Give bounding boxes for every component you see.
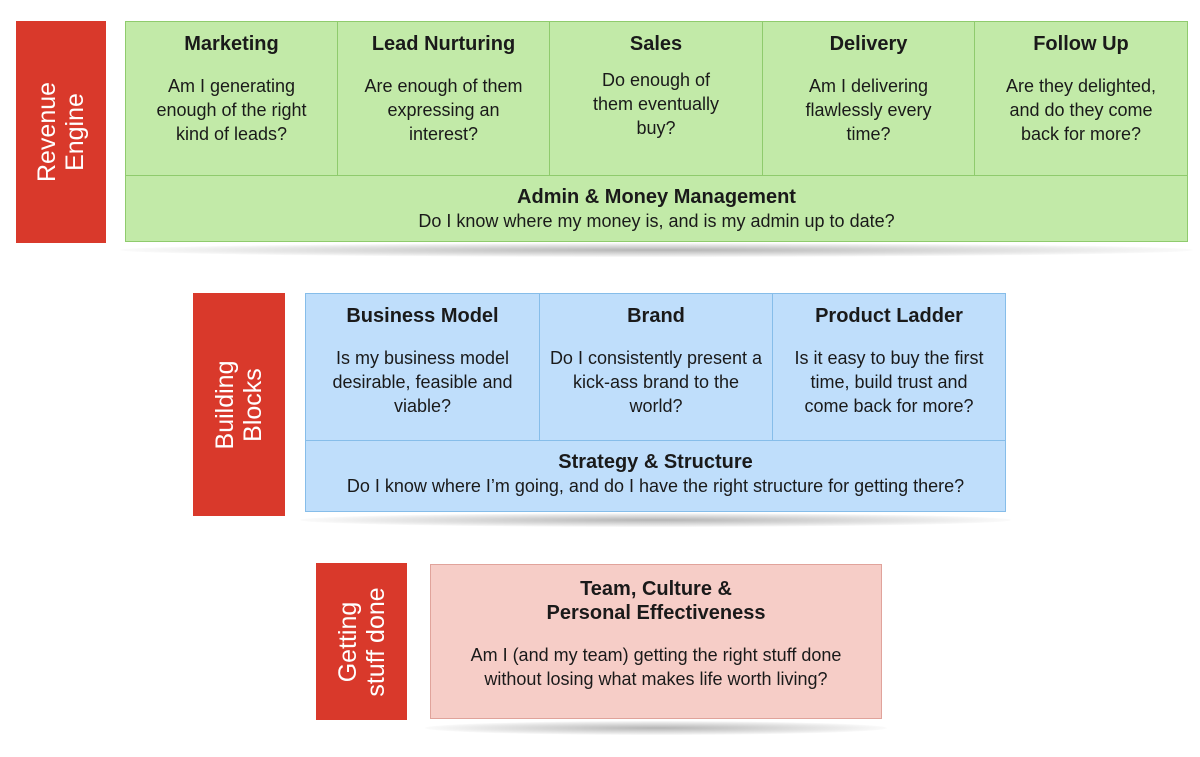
revenue-engine-shadow xyxy=(120,243,1193,257)
revenue-engine-panel: Marketing Am I generating enough of the … xyxy=(125,21,1188,242)
cell-title: Product Ladder xyxy=(815,305,963,327)
building-blocks-label-text: Building Blocks xyxy=(211,360,267,449)
revenue-engine-label-text: Revenue Engine xyxy=(33,82,89,182)
cell-brand: Brand Do I consistently present a kick-a… xyxy=(540,294,773,440)
cell-title: Lead Nurturing xyxy=(371,33,516,55)
revenue-engine-label-line-2: Engine xyxy=(61,93,89,171)
cell-question: Is my business model desirable, feasible… xyxy=(332,348,513,416)
getting-stuff-done-label-text: Getting stuff done xyxy=(334,587,390,696)
cell-lead-nurturing: Lead Nurturing Are enough of them expres… xyxy=(338,22,550,175)
bottom-title: Admin & Money Management xyxy=(517,186,796,208)
cell-follow-up: Follow Up Are they delighted, and do the… xyxy=(975,22,1187,175)
admin-money-row: Admin & Money Management Do I know where… xyxy=(126,175,1187,241)
cell-sales: Sales Do enough of them eventually buy? xyxy=(550,22,763,175)
cell-title: Marketing xyxy=(184,33,279,55)
getting-stuff-done-label: Getting stuff done xyxy=(316,563,407,720)
cell-question: Is it easy to buy the first time, build … xyxy=(794,348,984,416)
cell-title: Delivery xyxy=(829,33,908,55)
bottom-title: Strategy & Structure xyxy=(558,451,753,473)
team-culture-question-line-2: without losing what makes life worth liv… xyxy=(484,669,828,689)
team-culture-shadow xyxy=(425,721,887,735)
getting-stuff-done-label-line-2: stuff done xyxy=(361,586,390,697)
bottom-question: Do I know where my money is, and is my a… xyxy=(418,211,895,231)
cell-business-model: Business Model Is my business model desi… xyxy=(306,294,540,440)
cell-question: Do enough of them eventually buy? xyxy=(592,70,720,138)
building-blocks-label-line-1: Building xyxy=(211,360,239,449)
team-culture-title: Team, Culture & Personal Effectiveness xyxy=(431,577,881,625)
cell-question: Am I generating enough of the right kind… xyxy=(156,76,307,144)
cell-question: Do I consistently present a kick-ass bra… xyxy=(549,348,763,416)
cell-title: Sales xyxy=(629,33,683,55)
revenue-engine-label-line-1: Revenue xyxy=(33,81,61,183)
revenue-engine-label: Revenue Engine xyxy=(16,21,106,243)
building-blocks-panel: Business Model Is my business model desi… xyxy=(305,293,1006,512)
cell-title: Follow Up xyxy=(1033,33,1129,55)
building-blocks-label: Building Blocks xyxy=(193,293,285,516)
getting-stuff-done-label-line-1: Getting xyxy=(333,601,362,682)
cell-question: Are they delighted, and do they come bac… xyxy=(1005,76,1157,144)
strategy-structure-row: Strategy & Structure Do I know where I’m… xyxy=(306,440,1005,511)
team-culture-title-line-1: Team, Culture & xyxy=(580,578,732,600)
cell-title: Brand xyxy=(627,305,685,327)
team-culture-title-line-2: Personal Effectiveness xyxy=(546,602,766,624)
team-culture-question-line-1: Am I (and my team) getting the right stu… xyxy=(470,645,842,665)
building-blocks-shadow xyxy=(300,513,1011,527)
bottom-question: Do I know where I’m going, and do I have… xyxy=(346,476,965,496)
building-blocks-label-line-2: Blocks xyxy=(239,367,267,442)
team-culture-panel: Team, Culture & Personal Effectiveness A… xyxy=(430,564,882,719)
cell-delivery: Delivery Am I delivering flawlessly ever… xyxy=(763,22,975,175)
team-culture-question: Am I (and my team) getting the right stu… xyxy=(431,643,881,691)
cell-title: Business Model xyxy=(346,305,499,327)
cell-product-ladder: Product Ladder Is it easy to buy the fir… xyxy=(773,294,1005,440)
cell-question: Are enough of them expressing an interes… xyxy=(364,76,523,144)
cell-question: Am I delivering flawlessly every time? xyxy=(805,76,932,144)
cell-marketing: Marketing Am I generating enough of the … xyxy=(126,22,338,175)
